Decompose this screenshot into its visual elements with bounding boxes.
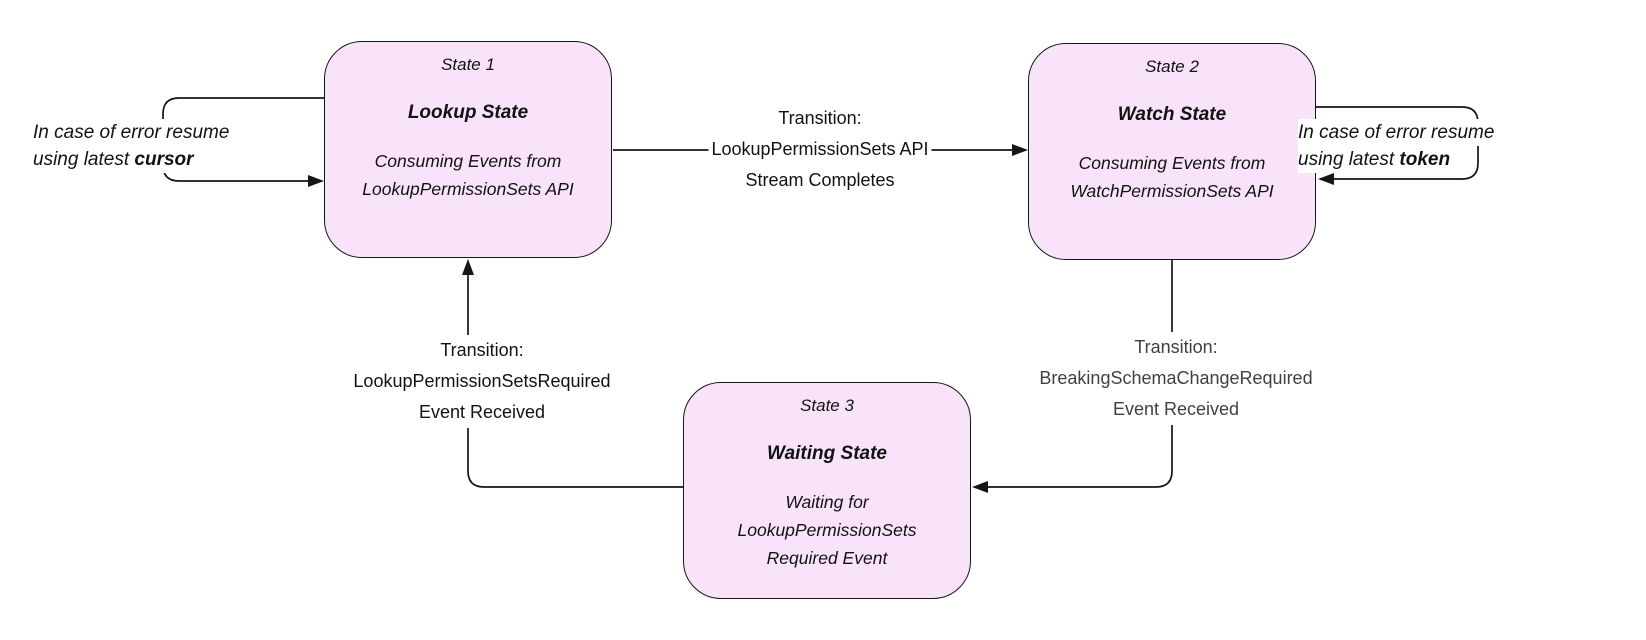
state-number: State 1	[441, 55, 495, 74]
transition-label-line: BreakingSchemaChangeRequired	[1039, 368, 1313, 388]
arrow-state2-to-state3	[975, 260, 1173, 488]
transition-label-breaking-schema-change: Transition: BreakingSchemaChangeRequired…	[1036, 332, 1316, 425]
transition-label-line: Transition:	[440, 340, 524, 360]
transition-label-line: LookupPermissionSetsRequired	[353, 371, 611, 391]
state-name: Lookup State	[407, 102, 529, 123]
transition-label-line: Event Received	[418, 402, 546, 422]
arrowhead-state1-to-state2	[1012, 144, 1028, 156]
arrow-state3-to-state1	[467, 262, 683, 488]
note-line: In case of error resume	[1298, 119, 1495, 146]
arrowhead-state2-to-state3	[972, 481, 988, 493]
note-text: using latest	[33, 149, 135, 170]
note-line: using latest token	[1298, 146, 1451, 173]
arrowhead-state3-to-state1	[462, 259, 474, 275]
error-resume-note-cursor: In case of error resume using latest cur…	[33, 119, 230, 173]
arrowhead-error-loop-state1	[308, 175, 324, 187]
transition-label-line: Transition:	[778, 108, 862, 128]
state-node-waiting: State 3 Waiting State Waiting for Lookup…	[683, 382, 971, 599]
state-description: Consuming Events from LookupPermissionSe…	[362, 151, 574, 199]
state-name: Waiting State	[767, 443, 887, 464]
state-number: State 3	[800, 396, 854, 415]
state-name: Watch State	[1117, 104, 1227, 125]
transition-label-line: Event Received	[1112, 399, 1240, 419]
note-line: using latest cursor	[33, 146, 194, 173]
error-resume-note-token: In case of error resume using latest tok…	[1298, 119, 1495, 173]
note-text: using latest	[1298, 149, 1400, 170]
state-node-lookup: State 1 Lookup State Consuming Events fr…	[324, 41, 612, 258]
state-description: Waiting for LookupPermissionSets Require…	[737, 492, 917, 568]
transition-label-line: Transition:	[1134, 337, 1218, 357]
state-node-watch: State 2 Watch State Consuming Events fro…	[1028, 43, 1316, 260]
state-description: Consuming Events from WatchPermissionSet…	[1070, 153, 1274, 201]
arrowhead-error-loop-state2	[1318, 173, 1334, 185]
note-line: In case of error resume	[33, 119, 230, 146]
transition-label-stream-completes: Transition: LookupPermissionSets API Str…	[708, 103, 932, 196]
note-bold-term: token	[1399, 149, 1451, 170]
transition-label-line: LookupPermissionSets API	[711, 139, 929, 159]
note-bold-term: cursor	[134, 149, 194, 170]
transition-label-lookup-required: Transition: LookupPermissionSetsRequired…	[350, 335, 614, 428]
transition-label-line: Stream Completes	[745, 170, 895, 190]
state-number: State 2	[1145, 57, 1199, 76]
